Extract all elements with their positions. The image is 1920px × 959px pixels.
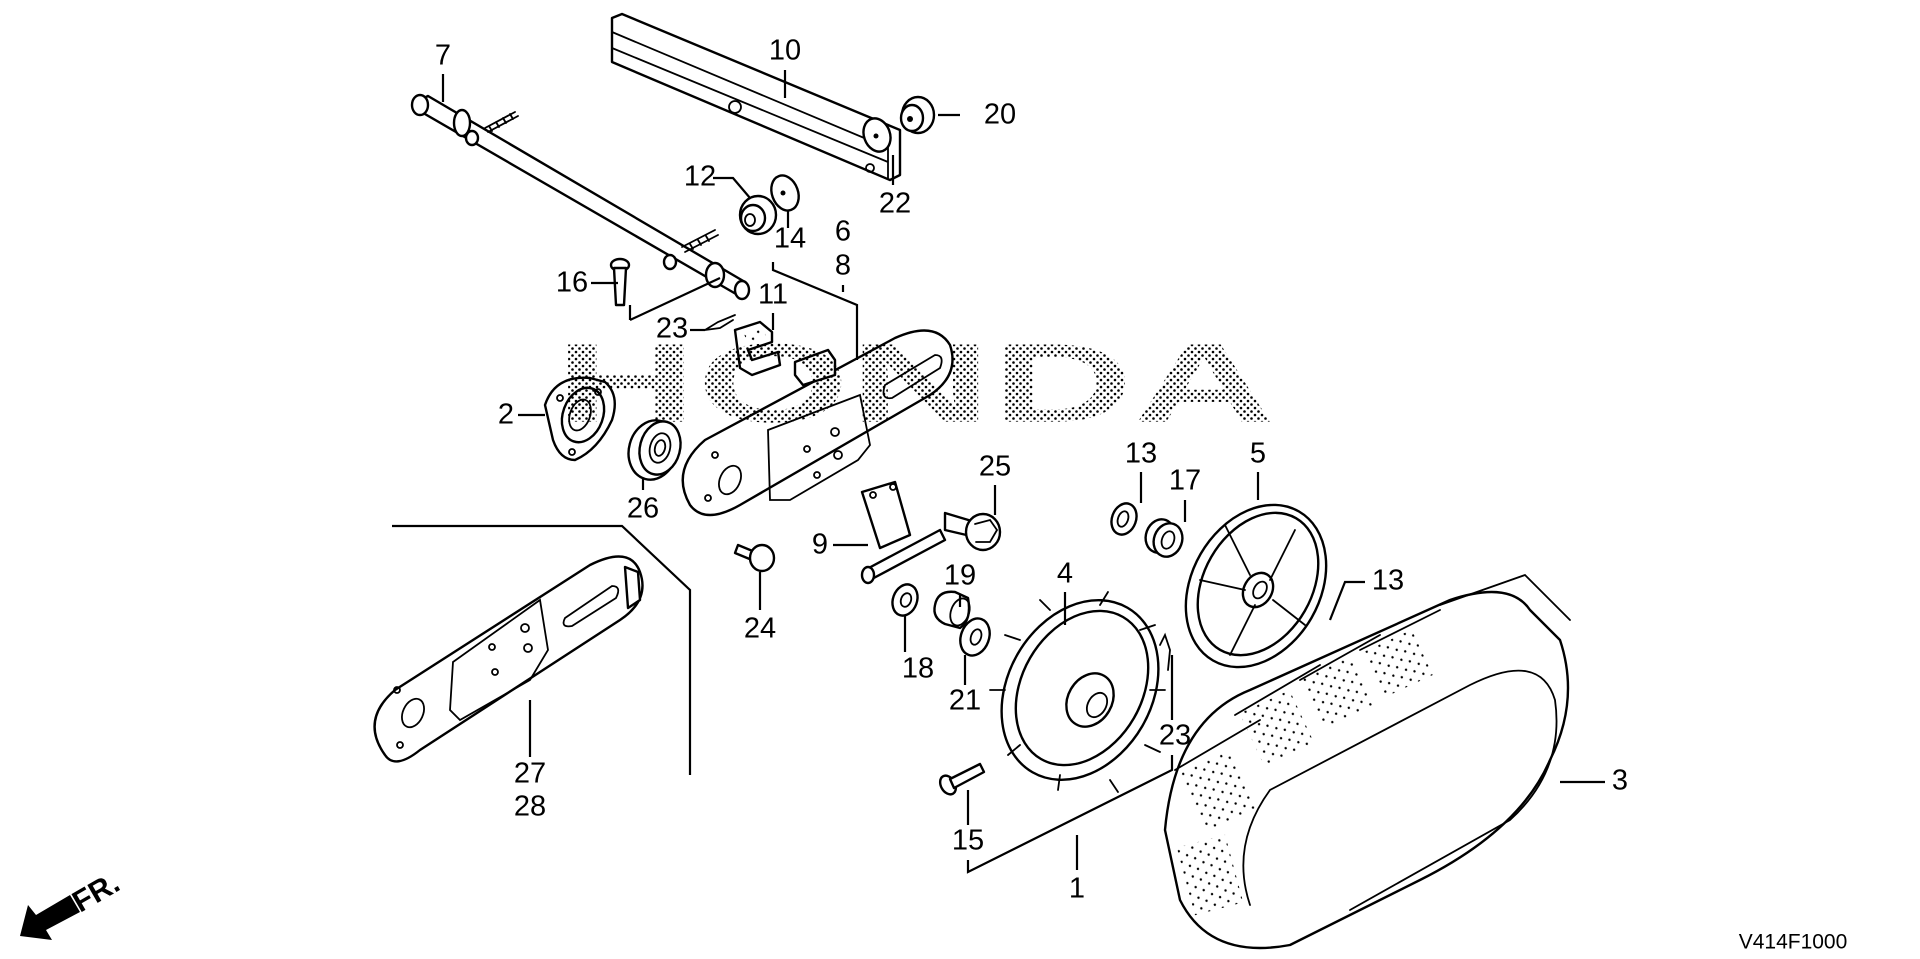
- part-9-bracket[interactable]: [860, 480, 947, 585]
- callout-23-upper[interactable]: 23: [656, 313, 688, 345]
- callout-17[interactable]: 17: [1169, 465, 1201, 497]
- part-27-28-case-plate[interactable]: [373, 555, 644, 763]
- part-15-pin[interactable]: [937, 762, 986, 797]
- callout-12[interactable]: 12: [684, 161, 716, 193]
- callout-15[interactable]: 15: [952, 825, 984, 857]
- part-23-clip-lower[interactable]: [1159, 632, 1171, 671]
- callout-8[interactable]: 8: [835, 250, 851, 282]
- part-6-8-case-plate[interactable]: [681, 329, 954, 517]
- callout-13-right[interactable]: 13: [1372, 565, 1404, 597]
- callout-28[interactable]: 28: [514, 791, 546, 823]
- part-17-collar[interactable]: [1141, 515, 1187, 561]
- part-11-bracket[interactable]: [733, 320, 782, 377]
- part-25-bolt[interactable]: [943, 511, 1002, 552]
- part-26-bearing[interactable]: [622, 415, 686, 485]
- callout-3[interactable]: 3: [1612, 765, 1628, 797]
- track-tread-blocks: [1174, 609, 1441, 916]
- callout-11[interactable]: 11: [758, 279, 788, 311]
- callout-1[interactable]: 1: [1069, 873, 1085, 905]
- callout-19[interactable]: 19: [944, 560, 976, 592]
- callout-14[interactable]: 14: [774, 223, 806, 255]
- callout-18[interactable]: 18: [902, 653, 934, 685]
- part-14-washer[interactable]: [767, 172, 804, 215]
- part-18-washer[interactable]: [888, 581, 921, 619]
- callout-2[interactable]: 2: [498, 399, 514, 431]
- callout-6[interactable]: 6: [835, 216, 851, 248]
- callout-27[interactable]: 27: [514, 758, 546, 790]
- part-3-crawler-track[interactable]: [1163, 573, 1571, 950]
- part-22-washer[interactable]: [859, 115, 895, 156]
- callout-22[interactable]: 22: [879, 188, 911, 220]
- part-20-flange-nut[interactable]: [899, 95, 936, 135]
- part-24-bolt[interactable]: [733, 543, 776, 573]
- callout-9[interactable]: 9: [812, 529, 828, 561]
- front-arrow-icon: [20, 895, 80, 940]
- callout-7[interactable]: 7: [435, 40, 451, 72]
- part-13-washer-upper[interactable]: [1107, 500, 1140, 538]
- part-12-nut[interactable]: [738, 194, 778, 236]
- callout-4[interactable]: 4: [1057, 558, 1073, 590]
- callout-5[interactable]: 5: [1250, 438, 1266, 470]
- part-16-pin[interactable]: [609, 257, 631, 307]
- part-5-idler-wheel[interactable]: [1158, 480, 1355, 693]
- callout-10[interactable]: 10: [769, 35, 801, 67]
- callout-23-lower[interactable]: 23: [1159, 720, 1191, 752]
- callout-20[interactable]: 20: [984, 99, 1016, 131]
- part-2-bearing-housing[interactable]: [543, 376, 616, 462]
- leader-lines: [441, 70, 1605, 874]
- callout-26[interactable]: 26: [627, 493, 659, 525]
- callout-13-upper[interactable]: 13: [1125, 438, 1157, 470]
- figure-code: V414F1000: [1739, 931, 1848, 954]
- part-10-rail[interactable]: [610, 12, 902, 182]
- variant-box-outline: [392, 524, 692, 775]
- callout-16[interactable]: 16: [556, 267, 588, 299]
- part-21-washer[interactable]: [955, 614, 994, 659]
- part-7-shaft[interactable]: [410, 93, 751, 301]
- callout-24[interactable]: 24: [744, 613, 776, 645]
- part-4-drive-sprocket[interactable]: [970, 572, 1190, 809]
- front-direction-indicator: FR.: [20, 866, 125, 940]
- callout-21[interactable]: 21: [949, 685, 981, 717]
- callout-25[interactable]: 25: [979, 451, 1011, 483]
- part-23-clip-upper[interactable]: [704, 314, 736, 331]
